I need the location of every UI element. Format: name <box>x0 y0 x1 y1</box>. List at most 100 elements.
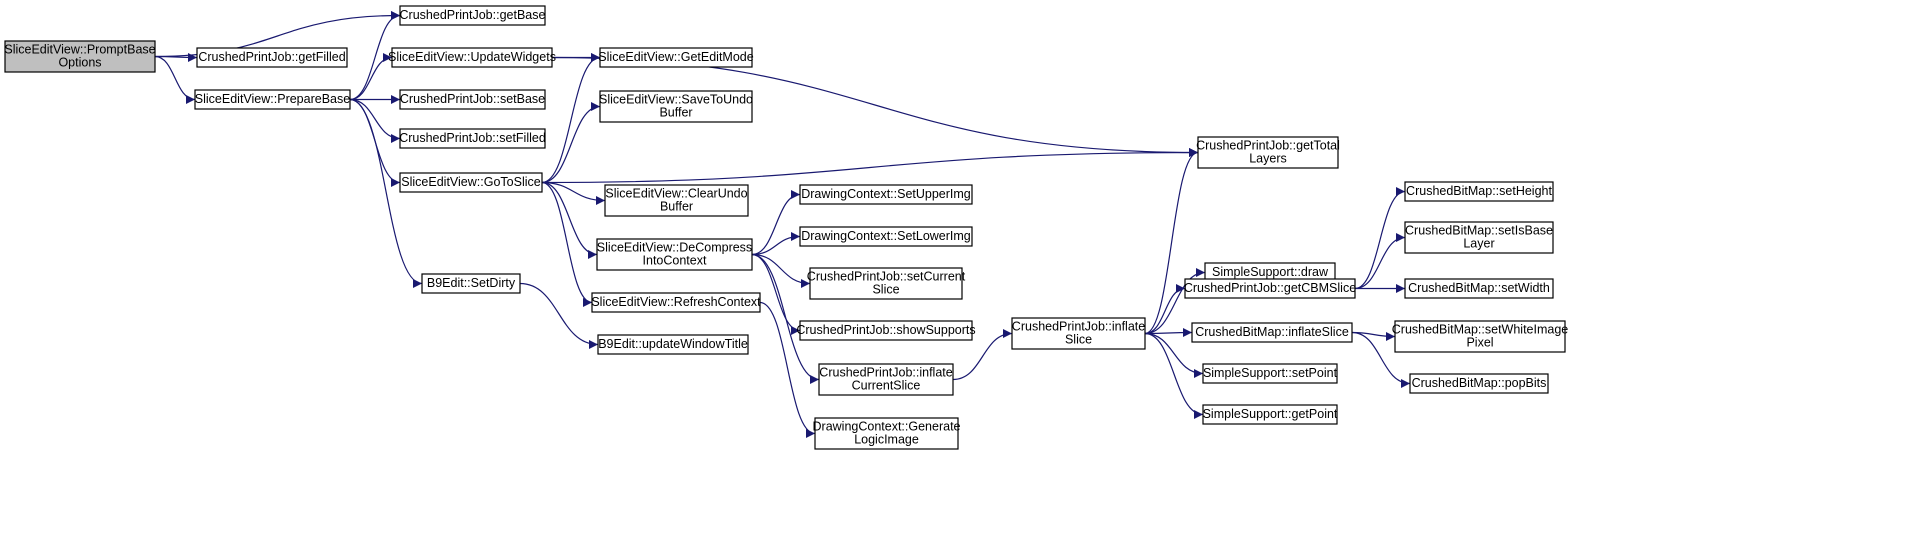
node-label: SliceEditView::SaveToUndo <box>599 92 753 106</box>
node-box <box>399 172 543 193</box>
graph-node-n16[interactable]: DrawingContext::SetLowerImg <box>799 226 973 247</box>
edge-n3-n6 <box>349 98 401 143</box>
graph-node-n2[interactable]: CrushedPrintJob::getFilled <box>196 47 348 68</box>
node-label: SliceEditView::PromptBase <box>4 42 155 56</box>
node-label: CrushedPrintJob::setFilled <box>399 131 546 145</box>
node-box <box>1404 278 1554 299</box>
graph-node-n24[interactable]: CrushedPrintJob::getCBMSlice <box>1184 278 1356 299</box>
node-label: SliceEditView::DeCompress <box>597 240 752 254</box>
graph-node-n30[interactable]: CrushedBitMap::setWidth <box>1404 278 1554 299</box>
graph-node-n9[interactable]: SliceEditView::GetEditMode <box>598 47 754 68</box>
node-box <box>1011 317 1146 350</box>
graph-node-n1[interactable]: CrushedPrintJob::getBase <box>399 5 546 26</box>
node-box <box>1394 320 1566 353</box>
edge-n12-n16 <box>751 232 801 256</box>
graph-node-n3[interactable]: SliceEditView::PrepareBase <box>194 89 351 110</box>
edge-n3-n8 <box>349 98 423 288</box>
graph-node-n26[interactable]: SimpleSupport::setPoint <box>1202 363 1338 384</box>
node-label: CrushedPrintJob::showSupports <box>796 323 975 337</box>
node-label: CrushedPrintJob::getBase <box>400 8 546 22</box>
edge-n22-n27 <box>1144 332 1204 419</box>
node-label: CrushedBitMap::setWidth <box>1408 281 1550 295</box>
graph-node-n18[interactable]: CrushedPrintJob::showSupports <box>796 320 976 341</box>
node-box <box>1409 373 1549 394</box>
node-label: CrushedBitMap::inflateSlice <box>1195 325 1349 339</box>
node-label: Buffer <box>659 105 692 119</box>
node-label: DrawingContext::SetLowerImg <box>801 229 971 243</box>
edge-n3-n1 <box>349 11 401 101</box>
graph-node-n13[interactable]: SliceEditView::RefreshContext <box>591 292 761 313</box>
node-box <box>399 128 546 149</box>
node-box <box>194 89 351 110</box>
node-label: CrushedBitMap::setHeight <box>1406 184 1552 198</box>
edge-n3-n4 <box>349 53 393 101</box>
node-label: CrushedBitMap::setIsBase <box>1405 223 1553 237</box>
node-box <box>814 417 959 450</box>
node-box <box>1184 278 1356 299</box>
node-label: Slice <box>1065 332 1092 346</box>
node-box <box>599 90 753 123</box>
graph-node-n7[interactable]: SliceEditView::GoToSlice <box>399 172 543 193</box>
node-label: CrushedPrintJob::setCurrent <box>807 269 966 283</box>
node-box <box>1191 322 1353 343</box>
graph-node-n28[interactable]: CrushedBitMap::setHeight <box>1404 181 1554 202</box>
node-label: SliceEditView::GetEditMode <box>598 50 753 64</box>
node-box <box>4 40 156 73</box>
graph-node-n15[interactable]: DrawingContext::SetUpperImg <box>799 184 973 205</box>
node-box <box>599 47 753 68</box>
edge-n19-n22 <box>952 329 1013 381</box>
node-label: SliceEditView::UpdateWidgets <box>388 50 556 64</box>
graph-node-n8[interactable]: B9Edit::SetDirty <box>421 273 521 294</box>
edge-n7-n9 <box>541 53 601 184</box>
edge-n7-n13 <box>541 181 593 307</box>
node-box <box>391 47 553 68</box>
node-label: IntoContext <box>643 253 707 267</box>
node-label: CrushedPrintJob::getTotal <box>1196 138 1340 152</box>
node-box <box>596 238 753 271</box>
graph-node-n5[interactable]: CrushedPrintJob::setBase <box>399 89 546 110</box>
node-label: Layers <box>1249 151 1287 165</box>
node-label: CrushedPrintJob::getFilled <box>198 50 345 64</box>
node-label: SliceEditView::PrepareBase <box>195 92 350 106</box>
graph-node-n32[interactable]: CrushedBitMap::popBits <box>1409 373 1549 394</box>
node-box <box>1404 221 1554 254</box>
node-label: SimpleSupport::getPoint <box>1203 407 1338 421</box>
node-label: DrawingContext::Generate <box>813 419 961 433</box>
graph-node-n14[interactable]: B9Edit::updateWindowTitle <box>597 334 749 355</box>
graph-node-n22[interactable]: CrushedPrintJob::inflateSlice <box>1011 317 1146 350</box>
edge-n22-n24 <box>1144 284 1186 335</box>
node-label: CrushedPrintJob::inflate <box>1012 319 1145 333</box>
graph-node-n27[interactable]: SimpleSupport::getPoint <box>1202 404 1338 425</box>
edge-n8-n14 <box>519 282 599 349</box>
node-box <box>799 184 973 205</box>
node-label: SimpleSupport::draw <box>1212 265 1329 279</box>
graph-node-n25[interactable]: CrushedBitMap::inflateSlice <box>1191 322 1353 343</box>
node-label: B9Edit::updateWindowTitle <box>598 337 748 351</box>
node-box <box>809 267 963 300</box>
node-box <box>799 226 973 247</box>
graph-node-n4[interactable]: SliceEditView::UpdateWidgets <box>388 47 556 68</box>
node-label: Buffer <box>660 199 693 213</box>
node-label: CurrentSlice <box>852 378 921 392</box>
node-label: B9Edit::SetDirty <box>427 276 516 290</box>
edge-n24-n29 <box>1354 233 1406 290</box>
edge-n24-n28 <box>1354 187 1406 290</box>
edge-n25-n32 <box>1351 331 1411 388</box>
edge-n12-n18 <box>751 253 801 335</box>
graph-node-n23[interactable]: SimpleSupport::draw <box>1204 262 1336 283</box>
node-box <box>1404 181 1554 202</box>
node-label: Layer <box>1463 236 1494 250</box>
node-box <box>591 292 761 313</box>
graph-node-n6[interactable]: CrushedPrintJob::setFilled <box>399 128 546 149</box>
